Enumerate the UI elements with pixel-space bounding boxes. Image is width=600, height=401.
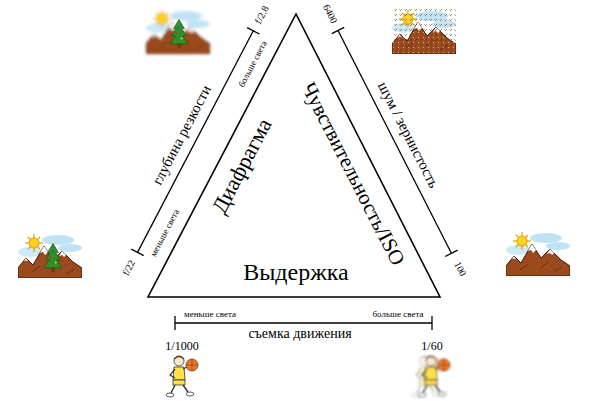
scale-label: съемка движения	[248, 327, 351, 341]
scale-label: глубина резкости	[150, 82, 214, 187]
scale-label: f/2.8	[253, 4, 270, 25]
triangle-edge	[148, 14, 440, 297]
deep-focus-picture	[18, 234, 82, 278]
side-title: Диафрагма	[208, 115, 276, 217]
scale-label: 6400	[321, 3, 339, 25]
frozen-motion-figure	[166, 356, 198, 397]
aperture-scale	[131, 28, 259, 256]
scale-label: больше света	[373, 310, 424, 319]
scale-label: меньше света	[184, 310, 236, 319]
side-title: Выдержка	[243, 260, 349, 284]
scale-label: f/22	[121, 259, 137, 278]
scale-label: шум / зернистость	[375, 80, 442, 191]
scale-label: больше света	[237, 40, 269, 89]
noisy-picture	[392, 8, 456, 54]
scale-label: 1/60	[421, 340, 442, 352]
scale-label: 1/1000	[165, 340, 198, 352]
shallow-focus-picture	[146, 10, 210, 54]
scale-label: 100	[452, 260, 468, 278]
iso-scale	[332, 27, 458, 256]
scale-label: меньше света	[149, 208, 181, 258]
clean-picture	[506, 232, 570, 276]
blurred-motion-figure	[412, 356, 450, 397]
exposure-triangle: ДиафрагмаЧувствительность/ISOВыдержка	[140, 6, 450, 302]
